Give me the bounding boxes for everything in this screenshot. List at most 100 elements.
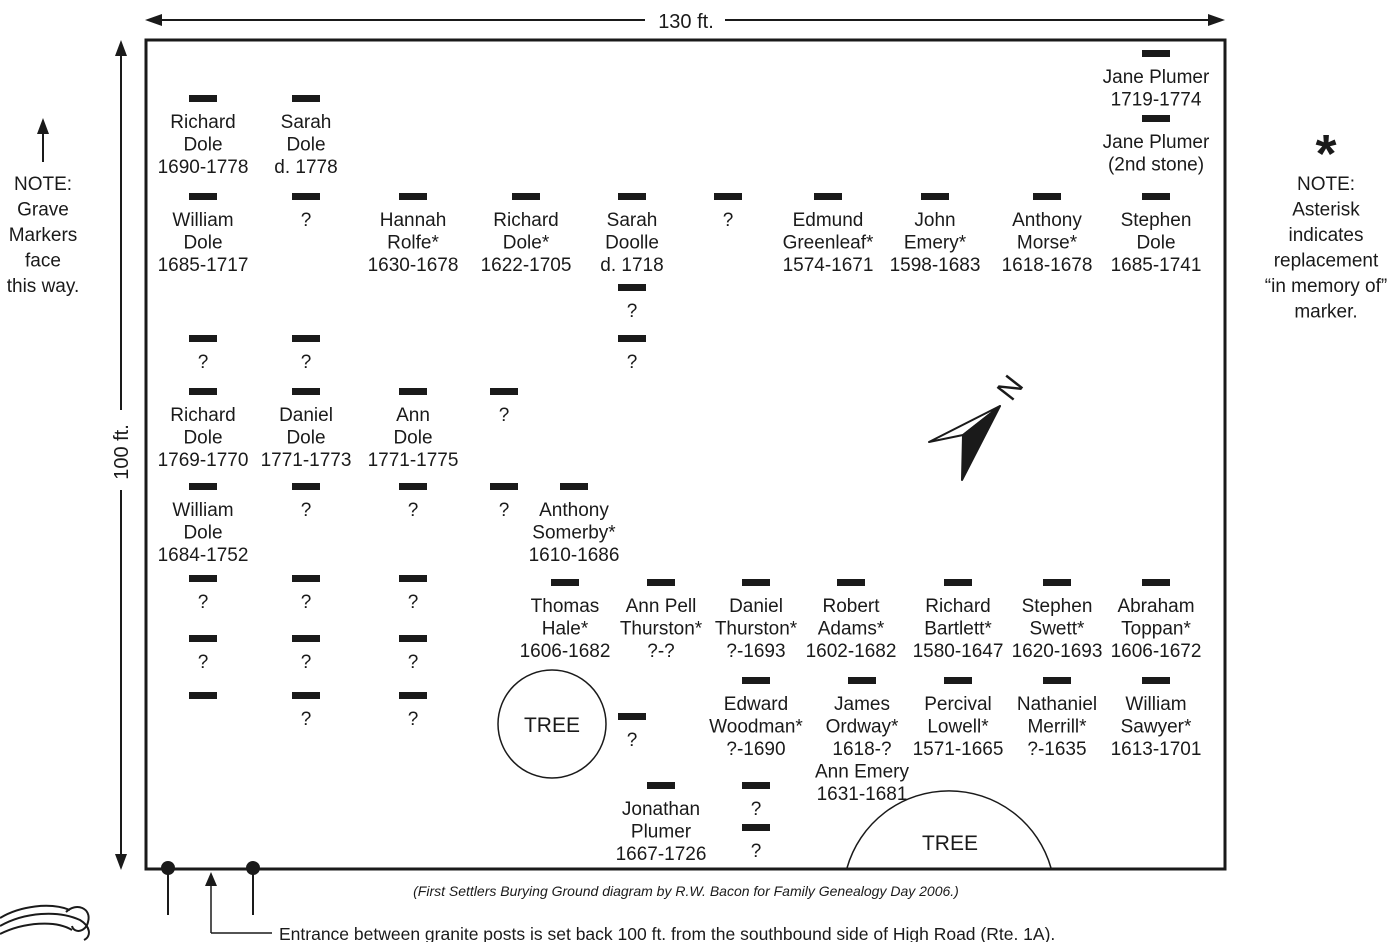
grave-label-line: William <box>172 210 233 231</box>
grave-label-line: Sarah <box>607 210 658 231</box>
width-dimension: 130 ft. <box>145 11 1225 33</box>
grave-label-line: ? <box>301 592 312 613</box>
grave-marker-icon <box>944 579 972 586</box>
grave-label-line: James <box>834 694 890 715</box>
grave-label-line: 1606-1682 <box>520 641 611 662</box>
grave-label-line: 1598-1683 <box>890 255 981 276</box>
grave-marker-icon <box>292 692 320 699</box>
note-line: face <box>25 251 61 272</box>
grave-marker-icon <box>742 677 770 684</box>
grave-marker-icon <box>292 193 320 200</box>
grave-label-line: Stephen <box>1121 210 1192 231</box>
grave-label-line: 1618-1678 <box>1002 255 1093 276</box>
grave-label-line: 1630-1678 <box>368 255 459 276</box>
grave-marker-icon <box>189 692 217 699</box>
height-label: 100 ft. <box>111 424 133 480</box>
grave-jane-plumer-2: Jane Plumer(2nd stone) <box>1103 115 1210 176</box>
grave-label-line: Stephen <box>1022 596 1093 617</box>
grave-label-line: ? <box>301 652 312 673</box>
grave-label-line: William <box>1125 694 1186 715</box>
grave-label-line: Thomas <box>531 596 600 617</box>
grave-label-line: 1571-1665 <box>913 739 1004 760</box>
grave-marker-icon <box>189 335 217 342</box>
grave-label-line: (2nd stone) <box>1108 155 1204 176</box>
grave-marker-icon <box>618 193 646 200</box>
grave-marker-icon <box>189 193 217 200</box>
grave-label-line: ? <box>198 592 209 613</box>
grave-marker-icon <box>742 579 770 586</box>
grave-marker-icon <box>399 635 427 642</box>
grave-label-line: 1602-1682 <box>806 641 897 662</box>
grave-marker-icon <box>292 95 320 102</box>
grave-label-line: ?-1690 <box>726 739 785 760</box>
grave-label-line: Dole <box>1136 233 1175 254</box>
grave-label-line: ? <box>627 301 638 322</box>
grave-marker-icon <box>647 579 675 586</box>
entrance <box>161 861 272 934</box>
grave-marker-icon <box>189 635 217 642</box>
note-line: Asterisk <box>1292 200 1360 221</box>
grave-label-line: 1622-1705 <box>481 255 572 276</box>
grave-label-line: Doolle <box>605 233 659 254</box>
grave-label-line: 1685-1717 <box>158 255 249 276</box>
grave-label-line: ? <box>627 352 638 373</box>
grave-label-line: ? <box>301 352 312 373</box>
grave-marker-icon <box>921 193 949 200</box>
grave-marker-icon <box>292 335 320 342</box>
grave-label-line: Jonathan <box>622 799 700 820</box>
note-line: Grave <box>17 200 69 221</box>
grave-label-line: Sawyer* <box>1121 717 1192 738</box>
note-line: Markers <box>9 225 78 246</box>
grave-unknown-r6c1: ? <box>189 575 217 613</box>
grave-label-line: Dole* <box>503 233 550 254</box>
grave-unknown-r7c3: ? <box>399 635 427 673</box>
grave-label-line: ? <box>627 730 638 751</box>
grave-label-line: ? <box>751 841 762 862</box>
grave-unknown-near-tree: ? <box>618 713 646 751</box>
grave-label-line: 1690-1778 <box>158 157 249 178</box>
asterisk-symbol: * <box>1315 124 1336 184</box>
grave-label-line: ? <box>408 500 419 521</box>
grave-label-line: ? <box>723 210 734 231</box>
grave-unknown-r5c2: ? <box>292 483 320 521</box>
grave-label-line: Swett* <box>1030 619 1086 640</box>
note-line: NOTE: <box>14 174 72 195</box>
grave-unknown-r2c6: ? <box>714 193 742 231</box>
grave-label-line: 1667-1726 <box>616 844 707 865</box>
entrance-note: Entrance between granite posts is set ba… <box>279 924 1055 942</box>
grave-marker-icon <box>1142 579 1170 586</box>
grave-marker-icon <box>618 335 646 342</box>
grave-marker-icon <box>1142 193 1170 200</box>
grave-label-line: d. 1718 <box>600 255 663 276</box>
grave-marker-icon <box>714 193 742 200</box>
grave-label-line: Edward <box>724 694 788 715</box>
grave-label-line: Greenleaf* <box>783 233 874 254</box>
tree-bottom: TREE <box>846 790 1052 869</box>
grave-label-line: Ann Pell <box>626 596 697 617</box>
grave-marker-icon <box>1142 50 1170 57</box>
grave-label-line: ?-1635 <box>1027 739 1086 760</box>
grave-label-line: ?-? <box>647 641 674 662</box>
grave-label-line: Dole <box>286 135 325 156</box>
grave-label-line: ? <box>408 709 419 730</box>
grave-label-line: Edmund <box>793 210 864 231</box>
grave-marker-icon <box>1142 115 1170 122</box>
grave-label-line: ?-1693 <box>726 641 785 662</box>
grave-marker-icon <box>512 193 540 200</box>
grave-label-line: Lowell* <box>927 717 989 738</box>
grave-label-line: Hannah <box>380 210 447 231</box>
